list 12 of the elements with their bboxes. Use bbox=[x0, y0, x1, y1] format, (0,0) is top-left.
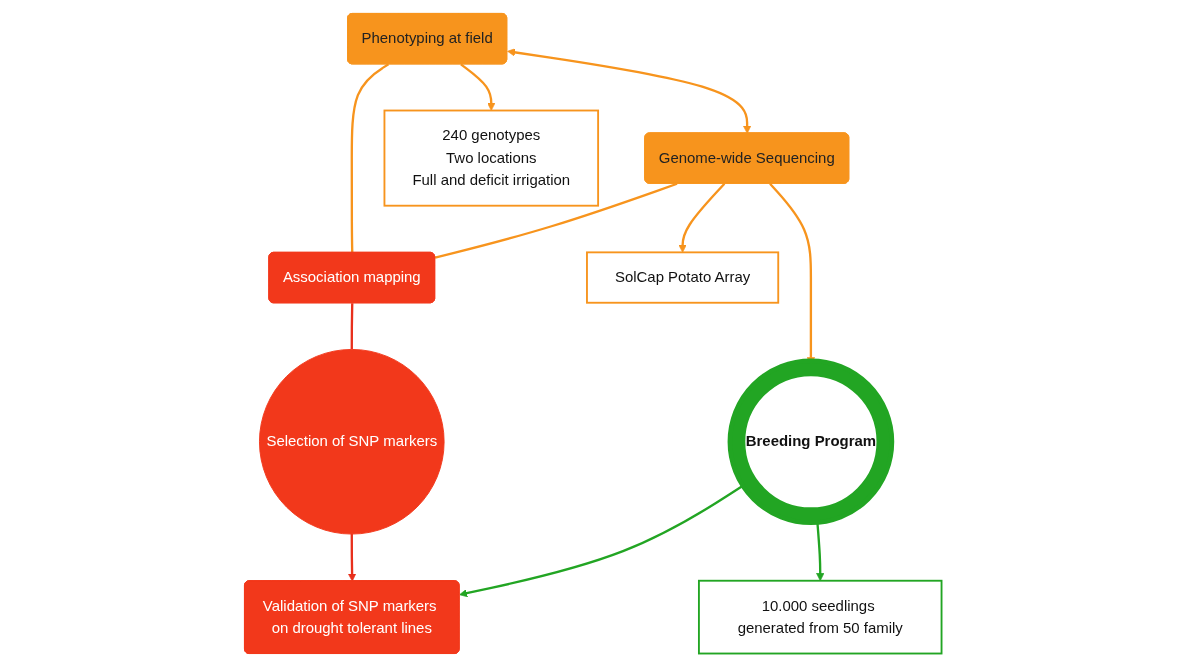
node-box: 10.000 seedlings generated from 50 family bbox=[698, 579, 943, 655]
arrow bbox=[679, 182, 726, 253]
connector bbox=[435, 182, 678, 259]
connector bbox=[351, 63, 390, 253]
arrow bbox=[460, 63, 496, 111]
connector bbox=[351, 303, 354, 350]
node-circle: Selection of SNP markers bbox=[259, 348, 446, 535]
arrow bbox=[348, 534, 357, 582]
node-box: SolCap Potato Array bbox=[586, 251, 780, 304]
node-box: 240 genotypes Two locations Full and deficit irrigation bbox=[384, 109, 600, 207]
node-circle: Breeding Program bbox=[728, 358, 895, 526]
arrow bbox=[507, 48, 752, 134]
